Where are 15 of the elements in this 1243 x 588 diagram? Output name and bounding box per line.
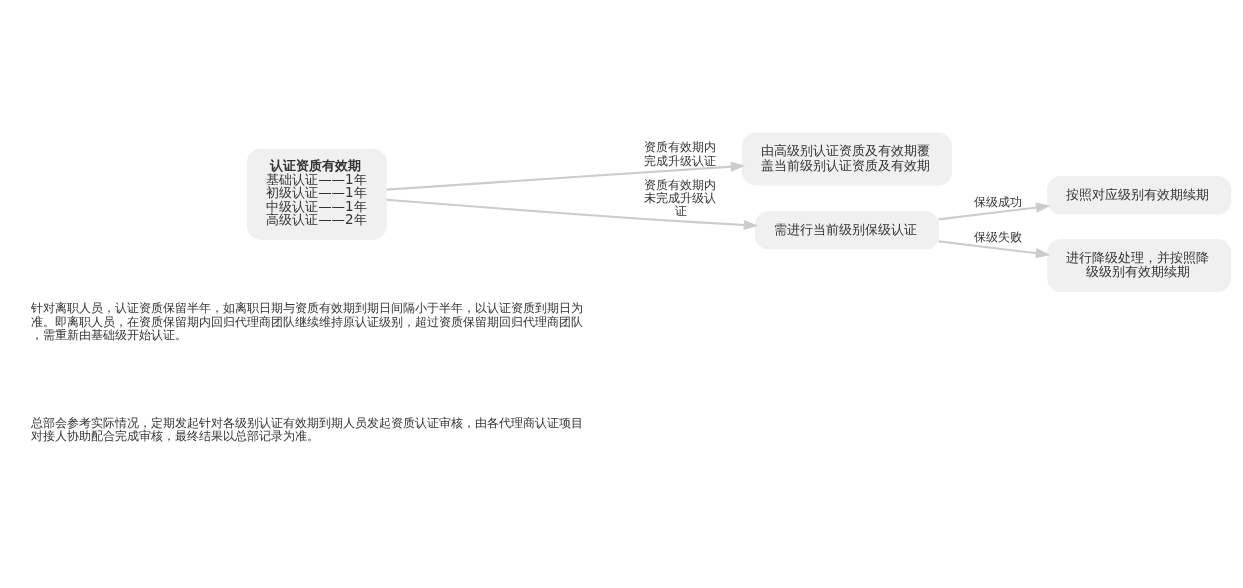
node-box: 按照对应级别有效期续期	[1047, 176, 1232, 215]
label: 总部会参考实际情况，定期发起针对各级别认证有效期到期人员发起资质认证审核，由各代理商认证项目对接人协助配合完成审核，最终结果以总部记录为准。	[30, 414, 583, 443]
node-box: 认证资质有效期 基础认证——1年 初级认证——1年 中级认证——1年 高级认证——2年	[247, 148, 387, 240]
label: 针对离职人员，认证资质保留半年，如离职日期与资质有效期到期日间隔小于半年，以认证资质到期日为准。即离职人员，在资质保留期内回归代理商团队继续维持原认证级别，超过资质保留期回归代理商团队，需重新由基础级开始认证。	[30, 300, 583, 343]
edge-label: 资质有效期内未完成升级认证	[644, 176, 717, 219]
edge-label: 资质有效期内完成升级认证	[644, 139, 717, 168]
arrow	[386, 198, 759, 231]
edge-label: 保级成功	[974, 194, 1023, 210]
node-box: 由高级别认证资质及有效期覆盖当前级别认证资质及有效期	[742, 132, 952, 186]
arrow	[386, 161, 746, 191]
arrow	[938, 202, 1051, 221]
node-box: 需进行当前级别保级认证	[754, 211, 940, 250]
node-box: 进行降级处理，并按照降级级别有效期续期	[1047, 239, 1232, 292]
arrow	[938, 240, 1051, 259]
edge-label: 保级失败	[974, 229, 1023, 245]
